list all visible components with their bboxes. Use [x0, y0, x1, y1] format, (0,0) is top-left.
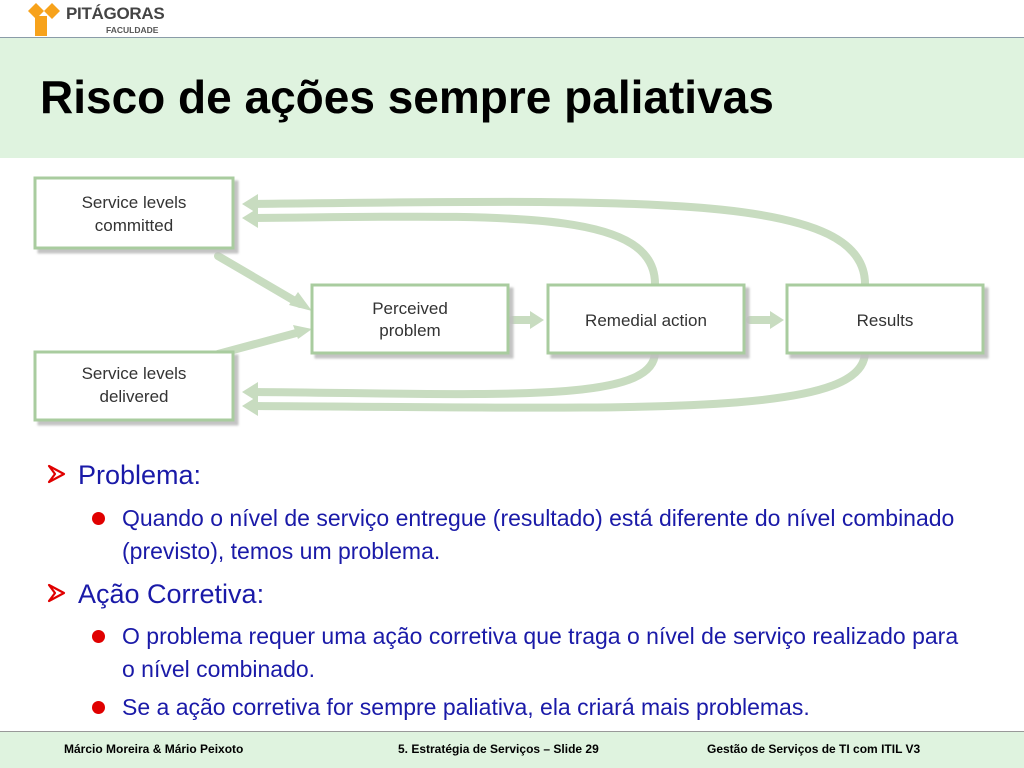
label-delivered-line1: Service levels [82, 364, 187, 383]
arrow-bullet-icon [47, 583, 66, 603]
logo-subtitle: FACULDADE [106, 25, 159, 35]
bullet-heading: Ação Corretiva: [78, 579, 265, 609]
title-band [0, 38, 1024, 158]
box-remedial-action [546, 283, 746, 355]
footer-course: Gestão de Serviços de TI com ITIL V3 [707, 742, 921, 756]
label-results: Results [857, 311, 914, 330]
label-committed-line1: Service levels [82, 193, 187, 212]
label-perceived-line1: Perceived [372, 299, 448, 318]
arrowhead-committed-2 [242, 194, 258, 214]
arrowhead-into-results [770, 311, 784, 329]
label-committed-line2: committed [95, 216, 173, 235]
service-level-diagram: Service levels committed Service levels … [33, 176, 985, 422]
loop-remedial-to-committed [248, 212, 659, 288]
header-divider [0, 37, 1024, 38]
sub-bullet-text: Quando o nível de serviço entregue (resu… [122, 505, 955, 564]
logo-name: PITÁGORAS [66, 4, 165, 23]
link-delivered-to-perceived [214, 328, 304, 358]
sub-bullet-text: Se a ação corretiva for sempre paliativa… [122, 694, 810, 720]
sub-bullet-text: O problema requer uma ação corretiva que… [122, 623, 959, 682]
arrowhead-into-perceived-bottom [293, 325, 312, 339]
box-results [785, 283, 985, 355]
arrowhead-committed-1 [242, 208, 258, 228]
loop-results-to-committed [248, 197, 869, 288]
label-remedial: Remedial action [585, 311, 707, 330]
loop-results-to-delivered [248, 348, 869, 412]
box-perceived-problem [310, 283, 510, 355]
logo-emblem-icon [28, 3, 60, 36]
arrow-bullet-icon [47, 464, 66, 484]
footer-band [0, 732, 1024, 768]
slide-title: Risco de ações sempre paliativas [40, 71, 774, 123]
arrowhead-into-perceived-top [289, 292, 312, 311]
footer-divider [0, 731, 1024, 732]
box-service-levels-delivered [33, 350, 235, 422]
round-bullet-icon [92, 701, 105, 714]
loop-remedial-to-delivered [248, 348, 659, 399]
arrowhead-delivered-1 [242, 382, 258, 402]
footer-slide-info: 5. Estratégia de Serviços – Slide 29 [398, 742, 599, 756]
label-perceived-line2: problem [379, 321, 440, 340]
footer-authors: Márcio Moreira & Mário Peixoto [64, 742, 244, 756]
arrowhead-delivered-2 [242, 396, 258, 416]
link-committed-to-perceived [214, 252, 304, 308]
box-service-levels-committed [33, 176, 235, 250]
label-delivered-line2: delivered [100, 387, 169, 406]
round-bullet-icon [92, 630, 105, 643]
arrowhead-into-remedial [530, 311, 544, 329]
round-bullet-icon [92, 512, 105, 525]
faculty-logo: PITÁGORAS FACULDADE [28, 0, 165, 38]
bullet-heading: Problema: [78, 460, 202, 490]
